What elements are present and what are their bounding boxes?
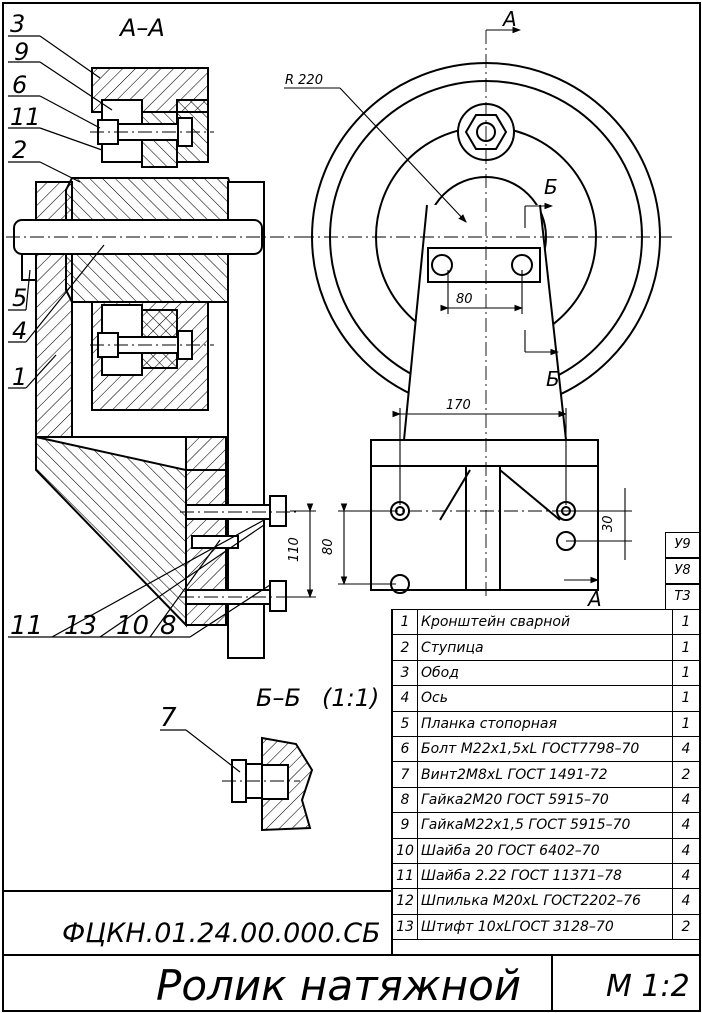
spec-cell-q: 1 — [672, 634, 700, 661]
spec-cell-name: ГайкаМ22х1,5 ГОСТ 5915–70 — [417, 812, 673, 839]
spec-cell-name: Кронштейн сварной — [417, 608, 673, 636]
spec-cell-name: Шпилька М20хL ГОСТ2202–76 — [417, 888, 673, 915]
spec-cell-q: 2 — [672, 913, 700, 941]
spec-cell-name: Винт2М8хL ГОСТ 1491-72 — [417, 761, 673, 788]
spec-cell-name: Планка стопорная — [417, 710, 673, 737]
dim-30: 30 — [601, 515, 616, 532]
spec-cell-n: 7 — [392, 761, 418, 788]
spec-cell-name: Обод — [417, 659, 673, 687]
section-bb-scale: (1:1) — [322, 684, 379, 712]
spec-cell-n: 6 — [392, 735, 418, 763]
drawing-scale: М 1:2 — [606, 969, 690, 1004]
spec-cell-q: 4 — [672, 888, 700, 915]
section-aa-label: А–А — [118, 14, 165, 42]
side-mark-u9: У9 — [665, 532, 700, 558]
spec-cell-name: Болт М22х1,5хL ГОСТ7798–70 — [417, 735, 673, 763]
leader-5: 5 — [12, 284, 27, 312]
cut-a-top: А — [501, 7, 517, 31]
dim-80-top: 80 — [456, 292, 473, 307]
leader-8: 8 — [160, 611, 177, 641]
spec-cell-q: 1 — [672, 608, 700, 636]
section-bb-detail — [160, 729, 314, 832]
cut-a-bottom: А — [586, 587, 602, 611]
leader-3: 3 — [10, 10, 25, 38]
spec-cell-n: 4 — [392, 685, 418, 712]
spec-cell-n: 9 — [392, 812, 418, 839]
spec-cell-name: Штифт 10хLГОСТ 3128–70 — [417, 913, 673, 941]
spec-cell-q: 4 — [672, 812, 700, 839]
spec-cell-q: 4 — [672, 735, 700, 763]
side-mark-t3: Т3 — [665, 584, 700, 610]
spec-cell-n: 10 — [392, 837, 418, 864]
spec-cell-n: 13 — [392, 913, 418, 941]
spec-cell-n: 5 — [392, 710, 418, 737]
spec-cell-n: 1 — [392, 608, 418, 636]
side-mark-u8: У8 — [665, 558, 700, 584]
spec-cell-n: 8 — [392, 786, 418, 814]
leader-6: 6 — [12, 71, 27, 99]
spec-cell-q: 1 — [672, 685, 700, 712]
leader-1: 1 — [12, 363, 27, 391]
dim-110: 110 — [287, 537, 302, 562]
spec-cell-q: 1 — [672, 659, 700, 687]
section-aa-view — [13, 67, 287, 659]
dim-radius: R 220 — [285, 73, 323, 88]
leader-13: 13 — [64, 611, 97, 641]
spec-cell-name: Шайба 20 ГОСТ 6402–70 — [417, 837, 673, 864]
spec-cell-q: 4 — [672, 786, 700, 814]
leader-7: 7 — [160, 703, 177, 733]
leader-9: 9 — [14, 38, 29, 66]
dim-170: 170 — [446, 398, 471, 413]
spec-cell-name: Ось — [417, 685, 673, 712]
spec-cell-n: 2 — [392, 634, 418, 661]
cut-b-bottom: Б — [546, 367, 560, 391]
leader-11: 11 — [10, 103, 41, 131]
spec-cell-name: Шайба 2.22 ГОСТ 11371–78 — [417, 862, 673, 890]
leader-10: 10 — [116, 611, 149, 641]
spec-cell-q: 4 — [672, 837, 700, 864]
dim-80-side: 80 — [321, 538, 336, 555]
leader-2: 2 — [12, 136, 27, 164]
leader-4: 4 — [12, 317, 27, 345]
section-bb-label: Б–Б — [256, 684, 301, 712]
spec-cell-q: 2 — [672, 761, 700, 788]
drawing-title: Ролик натяжной — [156, 961, 521, 1010]
spec-cell-q: 4 — [672, 862, 700, 890]
leader-11b: 11 — [10, 611, 43, 641]
spec-cell-name: Ступица — [417, 634, 673, 661]
doc-code: ФЦКН.01.24.00.000.СБ — [62, 918, 381, 949]
spec-cell-name: Гайка2М20 ГОСТ 5915–70 — [417, 786, 673, 814]
spec-cell-n: 12 — [392, 888, 418, 915]
spec-cell-q: 1 — [672, 710, 700, 737]
cut-b-top: Б — [544, 175, 558, 199]
spec-cell-n: 3 — [392, 659, 418, 687]
spec-cell-n: 11 — [392, 862, 418, 890]
